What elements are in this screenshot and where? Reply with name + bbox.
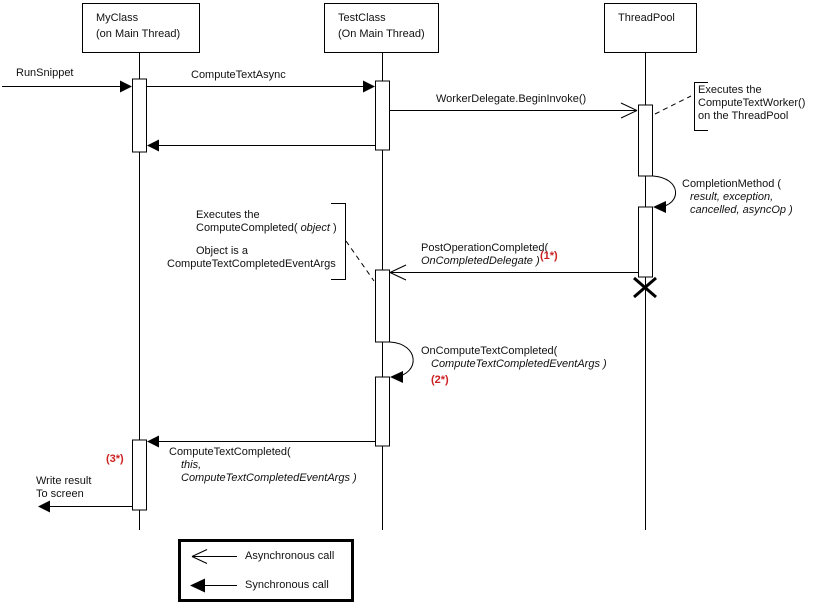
- async-arrowhead: [389, 264, 407, 273]
- legend-async-arrowhead: [191, 556, 208, 564]
- write-result-label: Write result To screen: [36, 475, 92, 500]
- testclass-note-line2: ComputeCompleted( object ): [196, 222, 337, 234]
- async-arrowhead: [620, 102, 638, 111]
- myclass-activation-2: [132, 439, 147, 511]
- post-operation-completed-arrow: [389, 264, 638, 281]
- run-snippet-label: RunSnippet: [16, 67, 74, 79]
- sync-arrowhead: [390, 371, 403, 383]
- completion-method-label: CompletionMethod ( result, exception, ca…: [682, 178, 793, 216]
- lifeline-header-myclass: MyClass (on Main Thread): [82, 3, 200, 53]
- completion-method-selfcall: [652, 175, 677, 213]
- compute-text-async-label: ComputeTextAsync: [191, 69, 286, 81]
- sync-arrowhead: [38, 500, 50, 513]
- legend-sync-arrowhead: [190, 578, 205, 593]
- run-snippet-arrow: [2, 80, 132, 93]
- sync-arrowhead: [363, 80, 375, 93]
- threadpool-note-connector: [654, 95, 692, 115]
- legend-async-label: Asynchronous call: [245, 550, 335, 562]
- sync-arrowhead: [653, 201, 666, 213]
- myclass-activation-1: [132, 78, 147, 153]
- testclass-note-connector: [345, 240, 375, 282]
- async-arrowhead: [389, 272, 407, 281]
- destruction-x-icon: [633, 276, 657, 299]
- threadpool-note-bracket: [694, 82, 708, 131]
- post-operation-completed-label: PostOperationCompleted( OnCompletedDeleg…: [421, 242, 549, 267]
- legend-async-arrowhead: [191, 549, 208, 557]
- threadpool-activation-2: [638, 206, 653, 278]
- return-arrow: [147, 139, 375, 152]
- marker-2: (2*): [431, 374, 449, 386]
- write-result-arrow: [38, 500, 132, 513]
- legend-sync-label: Synchronous call: [245, 579, 329, 591]
- lifeline-header-testclass: TestClass (On Main Thread): [324, 3, 439, 53]
- threadpool-activation-1: [638, 104, 653, 177]
- compute-text-completed-label: ComputeTextCompleted( this, ComputeTextC…: [169, 446, 357, 484]
- on-compute-text-completed-label: OnComputeTextCompleted( ComputeTextCompl…: [421, 345, 607, 370]
- async-arrowhead: [620, 110, 638, 119]
- on-compute-text-completed-selfcall: [389, 341, 414, 383]
- marker-3: (3*): [106, 453, 124, 465]
- marker-1: (1*): [540, 250, 558, 262]
- lifeline-title: MyClass: [96, 12, 139, 24]
- compute-text-completed-arrow: [147, 435, 375, 448]
- lifeline-title: ThreadPool: [618, 12, 675, 24]
- threadpool-note: Executes the ComputeTextWorker() on the …: [698, 84, 806, 122]
- testclass-activation-3: [375, 376, 390, 447]
- worker-delegate-label: WorkerDelegate.BeginInvoke(): [436, 93, 587, 105]
- testclass-activation-2: [375, 269, 390, 343]
- sync-arrowhead: [147, 435, 159, 448]
- lifeline-subtitle: (On Main Thread): [338, 28, 425, 40]
- lifeline-title: TestClass: [338, 12, 386, 24]
- legend-box: [178, 539, 354, 602]
- compute-text-async-arrow: [147, 80, 375, 93]
- lifeline-header-threadpool: ThreadPool: [604, 3, 697, 53]
- testclass-activation-1: [375, 80, 390, 151]
- sync-arrowhead: [147, 139, 159, 152]
- testclass-note-bracket: [331, 203, 346, 280]
- worker-delegate-arrow: [390, 102, 638, 119]
- sync-arrowhead: [120, 80, 132, 93]
- lifeline-subtitle: (on Main Thread): [96, 28, 181, 40]
